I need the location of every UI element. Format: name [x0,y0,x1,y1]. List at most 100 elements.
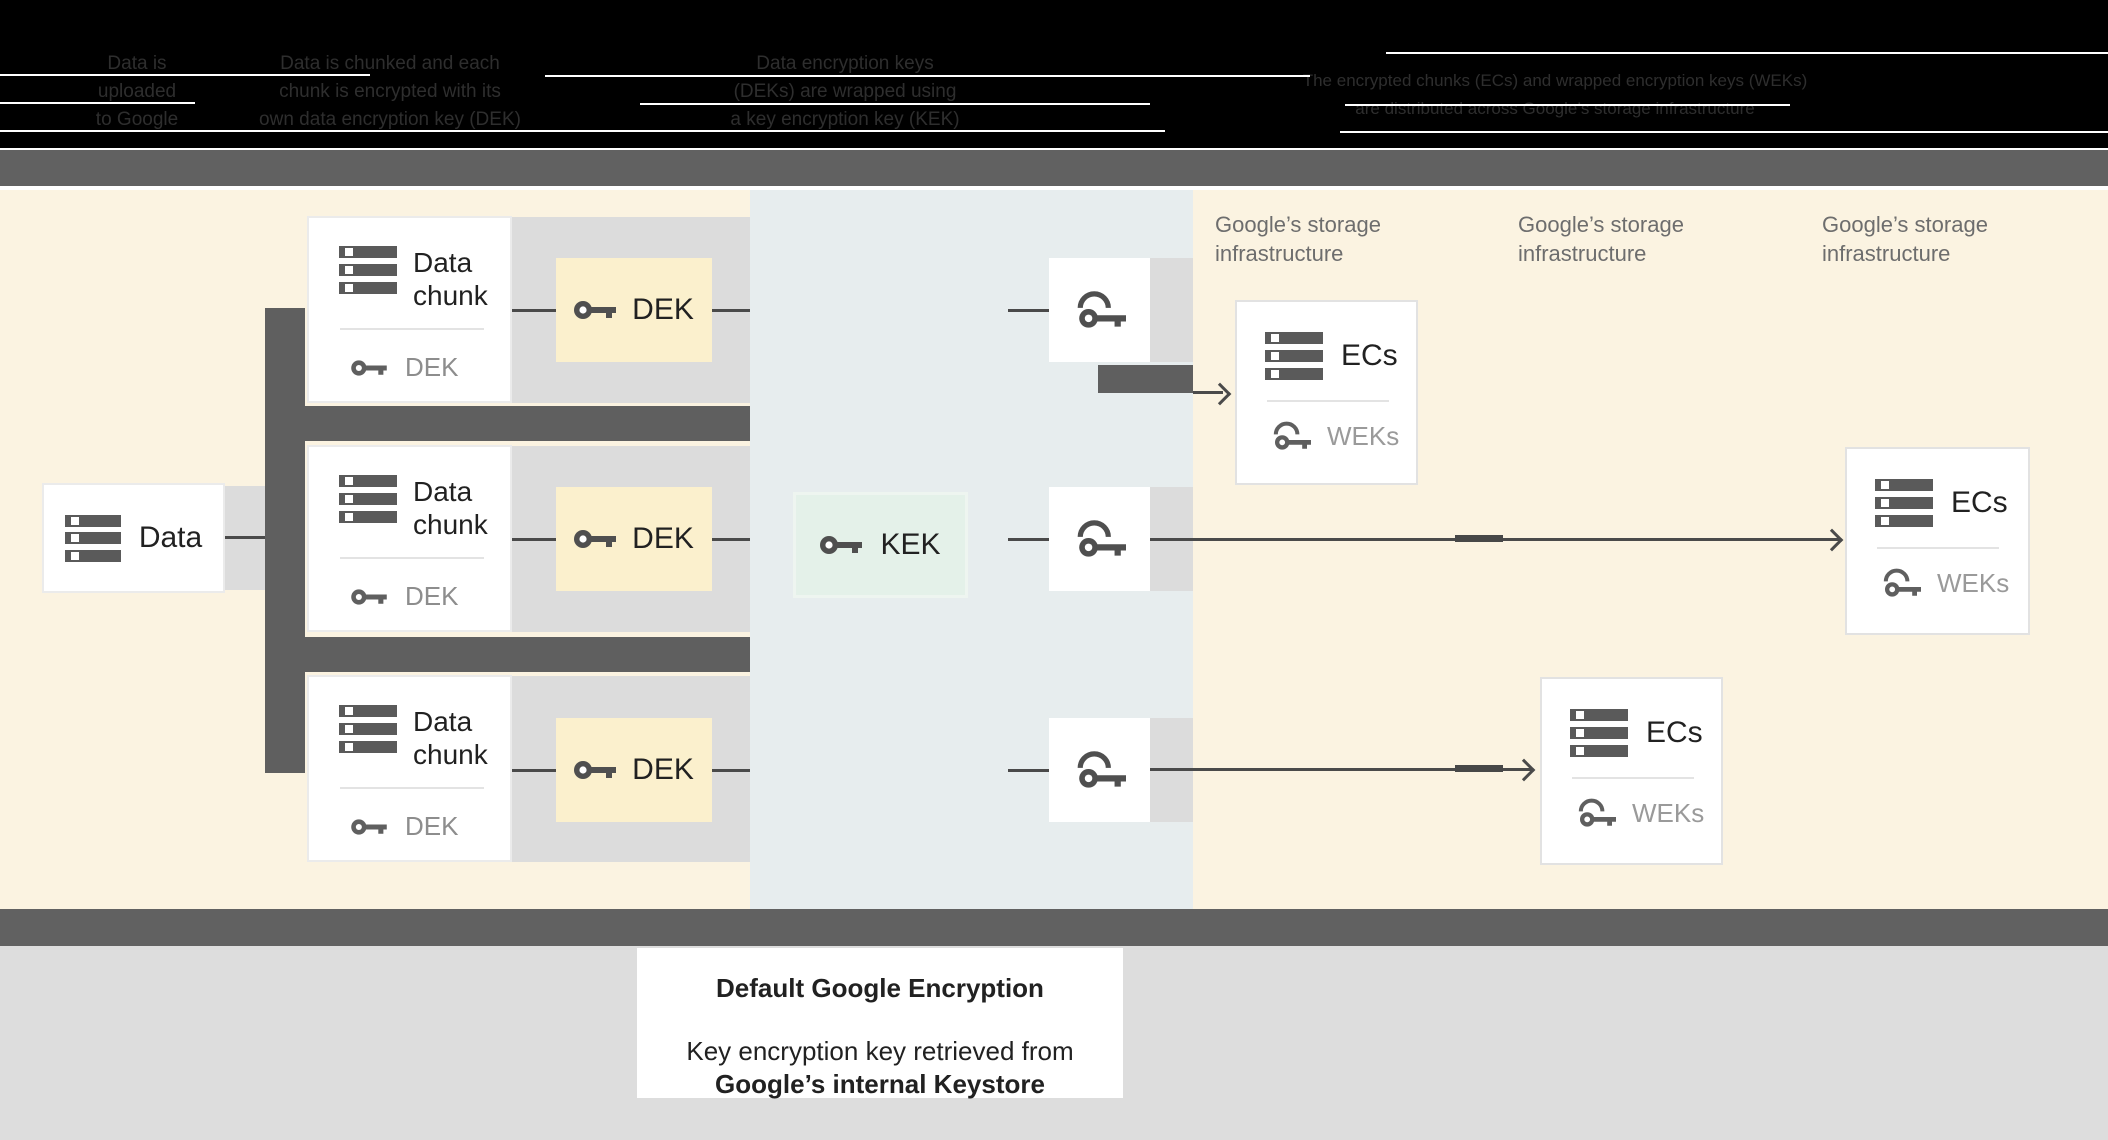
wek-label: WEKs [1327,420,1400,451]
storage-infrastructure-label: Google’s storage infrastructure [1518,212,1684,266]
key-icon [574,301,617,319]
chunk-key-label: DEK [405,352,459,382]
connector-line [712,309,750,312]
ec-title: ECs [1341,339,1398,372]
divider [340,328,484,330]
data-connector-line [225,536,265,539]
header-step-4-line: are distributed across Google’s storage … [1355,99,1755,118]
ec-stack-icon [1265,332,1323,380]
wek-label: WEKs [1937,567,2010,598]
arrow-line [1193,391,1223,394]
glitch-line [545,75,1310,77]
header-step-1: Data is uploaded to Google [47,50,227,134]
data-stack-icon [64,514,121,562]
header-step-3-line: Data encryption keys [756,53,934,74]
header-step-2: Data is chunked and each chunk is encryp… [250,50,530,134]
wrapped-key-icon [1077,291,1126,328]
row-separator-bar [265,406,750,441]
glitch-line [1386,52,2108,54]
arrow-thick-segment [1455,765,1503,772]
bottom-divider-band [0,909,2108,946]
header-step-2-line: Data is chunked and each [280,53,500,74]
connector-line [512,309,556,312]
chunk-key-label: DEK [405,811,459,841]
glitch-dark-bar [1098,365,1193,393]
header-step-4-line: The encrypted chunks (ECs) and wrapped e… [1302,71,1808,90]
data-chunk-box: Data chunk DEK [307,445,512,632]
ec-box: ECs WEKs [1845,447,2030,635]
header-step-2-line: own data encryption key (DEK) [259,109,521,130]
header-step-4: The encrypted chunks (ECs) and wrapped e… [1270,67,1840,123]
glitch-line [0,102,195,104]
wek-label: WEKs [1632,797,1705,828]
ec-box: ECs WEKs [1540,677,1723,865]
dek-box-label: DEK [632,522,694,555]
glitch-line [0,130,1165,132]
divider [1877,547,1999,549]
storage-infrastructure-label: Google’s storage infrastructure [1215,212,1381,266]
key-icon [574,530,617,548]
connector-line [1008,769,1049,772]
dek-box: DEK [556,258,712,362]
header-step-3: Data encryption keys (DEKs) are wrapped … [650,50,1040,134]
ec-stack-icon [1570,709,1628,757]
caption-line: Key encryption key retrieved from [686,1036,1074,1066]
kek-box: KEK [793,492,968,598]
key-icon [574,761,617,779]
key-icon [351,818,387,835]
key-icon [351,588,387,605]
storage-infrastructure-label: Google’s storage infrastructure [1822,212,1988,266]
header-redacted-band: Data is uploaded to Google Data is chunk… [0,0,2108,148]
arrow-thick-segment [1455,535,1503,542]
glitch-line [640,103,1150,105]
caption-box: Default Google Encryption Key encryption… [637,948,1123,1099]
header-step-3-line: a key encryption key (KEK) [730,109,960,130]
divider [340,787,484,789]
header-step-3-line: (DEKs) are wrapped using [733,81,957,102]
dek-box-label: DEK [632,293,694,326]
divider [1572,777,1694,779]
wrapped-key-box [1049,487,1150,591]
connector-line [512,769,556,772]
connector-line [1008,309,1049,312]
row-separator-bar [265,637,750,672]
connector-line [712,769,750,772]
wrapped-key-icon [1077,520,1126,557]
glitch-line [0,74,370,76]
glitch-line [1345,104,1790,106]
split-vertical-bar [265,308,305,773]
ec-title: ECs [1951,486,2008,519]
dek-box: DEK [556,718,712,822]
ec-title: ECs [1646,716,1703,749]
data-box-label: Data [138,521,203,554]
top-divider-band [0,150,2108,186]
kek-box-label: KEK [880,528,941,561]
arrow-line [1150,768,1532,771]
header-step-1-line: uploaded [97,81,177,102]
key-icon [820,536,863,554]
ec-stack-icon [1875,479,1933,527]
caption-line: Google’s internal Keystore [715,1069,1045,1099]
wrapped-key-icon [1273,421,1311,450]
keybox-gray [1150,258,1193,362]
data-chunk-box: Data chunk DEK [307,216,512,403]
chunk-title: Data chunk [413,476,488,540]
connector-line [712,538,750,541]
chunk-stack-icon [339,246,397,294]
chunk-title: Data chunk [413,706,488,770]
divider [1267,400,1389,402]
data-chunk-box: Data chunk DEK [307,675,512,862]
ec-box: ECs WEKs [1235,300,1418,485]
header-step-2-line: chunk is encrypted with its [279,81,501,102]
chunk-key-label: DEK [405,581,459,611]
chunk-stack-icon [339,705,397,753]
glitch-line [1340,131,2108,133]
header-step-1-line: to Google [95,109,179,130]
header-step-1-line: Data is [107,53,167,74]
wrapped-key-icon [1883,568,1921,597]
connector-line [1008,538,1049,541]
connector-line [512,538,556,541]
wrapped-key-icon [1578,798,1616,827]
wrapped-key-icon [1077,751,1126,788]
data-box: Data [42,483,225,593]
